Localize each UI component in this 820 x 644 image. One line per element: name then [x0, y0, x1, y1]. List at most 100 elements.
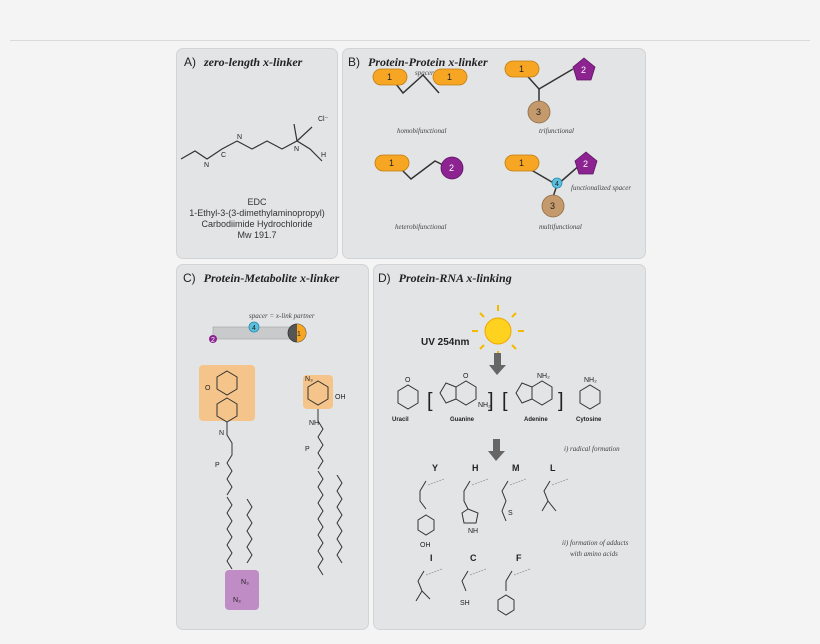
edc-line2: Carbodiimide Hydrochloride: [201, 219, 313, 229]
guanine-nh2: NH₂: [478, 402, 491, 409]
panel-b-name: Protein-Protein x-linker: [368, 55, 488, 69]
lipid-left-headgroup: [226, 422, 233, 496]
lipid-right-chain-2: [336, 474, 343, 564]
aa-h-nh: NH: [468, 528, 478, 535]
svg-text:]: ]: [488, 390, 494, 412]
benzophenone-box: [199, 365, 255, 421]
azide-n3-top: N₃: [241, 579, 249, 586]
tri-group-3: [527, 100, 551, 124]
panel-b-title: B)Protein-Protein x-linker: [348, 55, 488, 70]
amino-acid-l: L: [541, 463, 569, 512]
adenine-label: Adenine: [524, 417, 548, 423]
amino-acid-y: Y OH: [417, 463, 445, 549]
tri-label-2: 2: [581, 65, 586, 75]
amino-acid-c: C SH: [460, 553, 487, 607]
amino-acid-h: H NH: [461, 463, 489, 535]
svg-text:[: [: [427, 390, 433, 412]
lipid-left-chain-1: [226, 496, 233, 570]
hetero-group-1: [374, 154, 410, 172]
cytosine-nh2: NH₂: [584, 377, 597, 384]
hetero-caption: heterobifunctional: [395, 223, 447, 231]
benzophenone-o: O: [205, 385, 211, 392]
edc-cl: Cl⁻: [318, 116, 329, 123]
lipid-left-chain-2: [246, 498, 253, 564]
edc-methyl-1: [293, 123, 298, 142]
adenine-nh2: NH₂: [537, 373, 550, 380]
tri-label-1: 1: [519, 64, 524, 74]
edc-structure: N C N N H Cl⁻: [180, 116, 329, 169]
panel-d-name: Protein-RNA x-linking: [398, 271, 512, 285]
panel-b: B)Protein-Protein x-linker 1 1 spacer ho…: [342, 48, 646, 259]
edc-backbone: [180, 140, 323, 162]
edc-methyl-2: [296, 126, 313, 142]
svg-text:]: ]: [558, 390, 564, 412]
multi-group-3: [541, 194, 565, 218]
edc-line3: Mw 191.7: [237, 230, 277, 240]
aa-h-label: H: [472, 463, 479, 473]
left-p: P: [215, 462, 220, 469]
uracil-o: O: [405, 377, 411, 384]
aa-m-label: M: [512, 463, 520, 473]
edc-n3: N: [294, 146, 299, 153]
panel-a-name: zero-length x-linker: [204, 55, 303, 69]
multi-group-4: [551, 177, 563, 189]
uracil-structure: O Uracil: [392, 377, 419, 423]
edc-name: EDC: [247, 197, 267, 207]
spacer-node-4: [248, 321, 260, 333]
edc-c: C: [221, 152, 226, 159]
arrow-down-icon: [489, 353, 506, 375]
trifunctional-linker: 1 2 3 trifunctional: [504, 57, 596, 135]
panel-b-diagram: 1 1 spacer homobifunctional 1 2 3 trifun…: [372, 57, 631, 231]
right-p: P: [305, 446, 310, 453]
sun-icon: [472, 305, 524, 357]
spacer-label-2: 2: [211, 337, 215, 344]
arylazide-ring: [307, 380, 329, 406]
aa-c-label: C: [470, 553, 477, 563]
adducts-label-1: ii) formation of adducts: [562, 539, 629, 547]
hetero-label-1: 1: [389, 158, 394, 168]
edc-caption: EDC 1-Ethyl-3-(3-dimethylaminopropyl) Ca…: [177, 197, 337, 241]
edc-h: H: [321, 152, 326, 159]
cytosine-label: Cytosine: [576, 417, 602, 423]
panel-a-letter: A): [184, 55, 196, 69]
homo-caption: homobifunctional: [397, 127, 446, 135]
aa-y-label: Y: [432, 463, 438, 473]
homo-group-1a: [372, 68, 408, 86]
aa-f-label: F: [516, 553, 522, 563]
panel-c-title: C)Protein-Metabolite x-linker: [183, 271, 339, 286]
uracil-label: Uracil: [392, 417, 409, 423]
aa-m-s: S: [508, 510, 513, 517]
panel-c: C)Protein-Metabolite x-linker spacer = x…: [176, 264, 369, 630]
tri-label-3: 3: [536, 107, 541, 117]
cytosine-structure: NH₂ Cytosine: [576, 377, 602, 423]
spacer-partner-label: spacer = x-link partner: [249, 312, 315, 320]
homo-group-1b: [432, 68, 468, 86]
radical-formation-label: i) radical formation: [564, 445, 620, 453]
spacer-node-2: [209, 335, 217, 343]
homo-spacer-label: spacer: [415, 69, 434, 77]
spacer-node-1-half: [297, 324, 306, 342]
tri-arm-2: [538, 68, 574, 90]
arylazide-n3: N₃: [305, 376, 313, 383]
spacer-label-1: 1: [297, 331, 301, 338]
multi-label-2: 2: [583, 159, 588, 169]
panel-d: D)Protein-RNA x-linking UV 254nm O Uraci…: [373, 264, 646, 630]
tri-group-2: [572, 57, 596, 81]
panel-d-diagram: UV 254nm O Uracil [ O NH₂ ] Guanine [ NH…: [392, 305, 629, 616]
aa-i-label: I: [430, 553, 433, 563]
aa-l-label: L: [550, 463, 556, 473]
homo-label-1b: 1: [447, 72, 452, 82]
amino-acid-m: M S: [501, 463, 527, 522]
panel-d-title: D)Protein-RNA x-linking: [378, 271, 512, 286]
hetero-label-2: 2: [449, 163, 454, 173]
benzophenone-ring-1: [216, 370, 238, 396]
azide-box: [225, 570, 259, 610]
lipid-right-chain-1: [317, 470, 324, 576]
multi-label-4: 4: [555, 181, 559, 188]
panel-c-letter: C): [183, 271, 196, 285]
guanine-structure: [ O NH₂ ] Guanine: [427, 373, 494, 423]
spacer-label-4: 4: [252, 325, 256, 332]
multi-label-1: 1: [519, 158, 524, 168]
edc-line1: 1-Ethyl-3-(3-dimethylaminopropyl): [189, 208, 325, 218]
right-nh: NH: [309, 420, 319, 427]
